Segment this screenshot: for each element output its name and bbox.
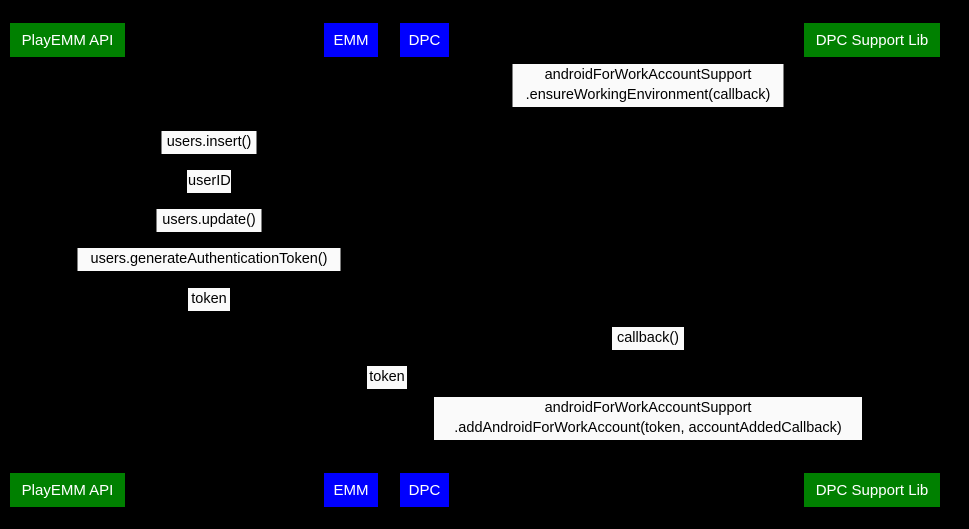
actor-dpc-top[interactable]: DPC (400, 23, 449, 57)
lifeline-dpc (424, 57, 425, 473)
message-arrow-4 (67, 233, 351, 234)
message-arrow-7 (424, 351, 872, 352)
actor-label: DPC (408, 481, 441, 499)
message-label-token-upper: token (188, 288, 230, 311)
actor-label: EMM (333, 481, 369, 499)
message-arrow-8 (351, 390, 424, 391)
message-arrow-5 (67, 272, 351, 273)
message-label-generate-authentication-token: users.generateAuthenticationToken() (77, 248, 341, 271)
message-label-user-id: userID (187, 170, 231, 193)
actor-emm-bottom[interactable]: EMM (324, 473, 378, 507)
actor-dpc-support-lib-top[interactable]: DPC Support Lib (804, 23, 940, 57)
actor-label: PlayEMM API (21, 481, 114, 499)
message-label-ensure-working-environment: androidForWorkAccountSupport .ensureWork… (512, 64, 784, 107)
message-label-callback: callback() (612, 327, 684, 350)
message-arrow-2 (67, 155, 351, 156)
message-arrow-3 (67, 194, 351, 195)
message-label-users-update: users.update() (156, 209, 262, 232)
lifeline-playemm-api (67, 57, 68, 473)
actor-label: PlayEMM API (21, 31, 114, 49)
message-label-add-android-for-work-account: androidForWorkAccountSupport .addAndroid… (434, 397, 862, 440)
actor-label: DPC Support Lib (815, 31, 929, 49)
actor-dpc-support-lib-bottom[interactable]: DPC Support Lib (804, 473, 940, 507)
message-label-users-insert: users.insert() (161, 131, 257, 154)
message-label-token-lower: token (367, 366, 407, 389)
lifeline-emm (351, 57, 352, 473)
actor-label: DPC (408, 31, 441, 49)
actor-playemm-api-bottom[interactable]: PlayEMM API (10, 473, 125, 507)
actor-label: DPC Support Lib (815, 481, 929, 499)
actor-playemm-api-top[interactable]: PlayEMM API (10, 23, 125, 57)
actor-label: EMM (333, 31, 369, 49)
actor-dpc-bottom[interactable]: DPC (400, 473, 449, 507)
lifeline-dpc-support-lib (872, 57, 873, 473)
message-arrow-6 (67, 312, 351, 313)
actor-emm-top[interactable]: EMM (324, 23, 378, 57)
